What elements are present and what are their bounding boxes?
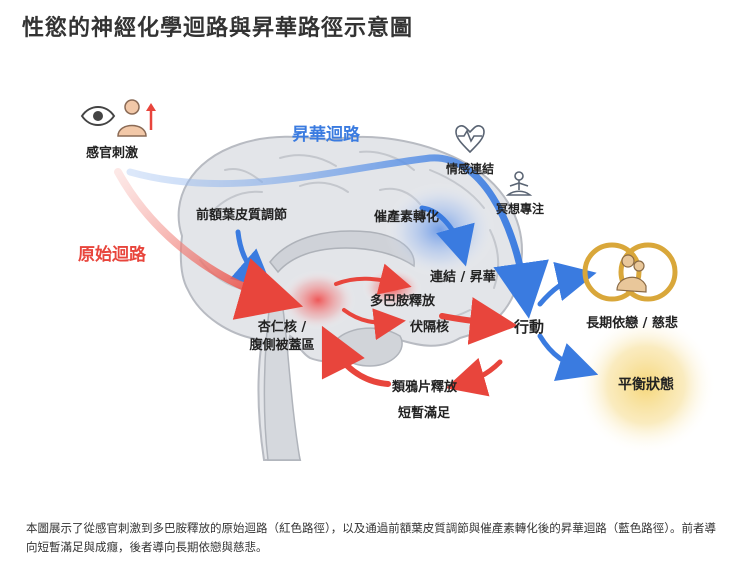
red-dopamine-arrow [334,263,412,295]
balance-glow [576,315,716,455]
sublimation-path-label: 昇華迴路 [292,125,360,145]
blue-oxytocin-arrow [419,205,475,267]
opioid-label: 類鴉片釋放 [392,380,458,395]
person-icon [117,99,147,137]
oxytocin-label: 催產素轉化 [374,210,440,225]
dopamine-label: 多巴胺釋放 [370,294,436,309]
short-satisfaction-label: 短暫滿足 [398,406,451,421]
up-arrow-icon [146,103,156,130]
meditation-icon [505,171,533,196]
red-main-arrow [114,168,304,320]
bonding-label: 連結 / 昇華 [430,270,496,285]
amygdala-label-line2: 腹側被蓋區 [249,338,315,353]
embrace-icon [616,254,647,293]
red-to-action-arrow [439,297,518,345]
red-return-arrow [321,325,391,387]
meditation-label: 冥想專注 [496,202,545,216]
blue-to-balance-arrow [537,333,599,382]
primitive-paths [114,168,518,397]
primitive-path-label: 原始迴路 [78,245,146,265]
diagram-canvas [80,99,716,461]
nucleus-label: 伏隔核 [410,320,450,335]
diagram: 感官刺激 原始迴路 昇華迴路 前額葉皮質調節 催產素轉化 情感連結 冥想專注 連… [0,40,740,520]
balance-label: 平衡狀態 [618,377,674,393]
amygdala-label-line1: 杏仁核 / [257,320,307,335]
rings-icon [582,242,678,302]
action-label: 行動 [514,318,545,336]
caption: 本圖展示了從感官刺激到多巴胺釋放的原始迴路（紅色路徑），以及通過前額葉皮質調節與… [26,521,716,554]
emotional-label: 情感連結 [446,162,495,176]
prefrontal-label: 前額葉皮質調節 [196,208,288,223]
red-nucleus-arrow [342,308,406,341]
heartbeat-icon [455,125,485,154]
page-title: 性慾的神經化學迴路與昇華路徑示意圖 [22,16,414,41]
prefrontal-glow [384,182,496,278]
eye-icon [80,106,116,126]
red-opioid-arrow [445,357,503,397]
blue-to-rings-arrow [537,261,597,307]
long-attachment-label: 長期依戀 / 慈悲 [586,316,678,331]
sublimation-paths [126,154,599,382]
sensory-label: 感官刺激 [85,146,139,161]
blue-main-arrow [126,154,549,319]
